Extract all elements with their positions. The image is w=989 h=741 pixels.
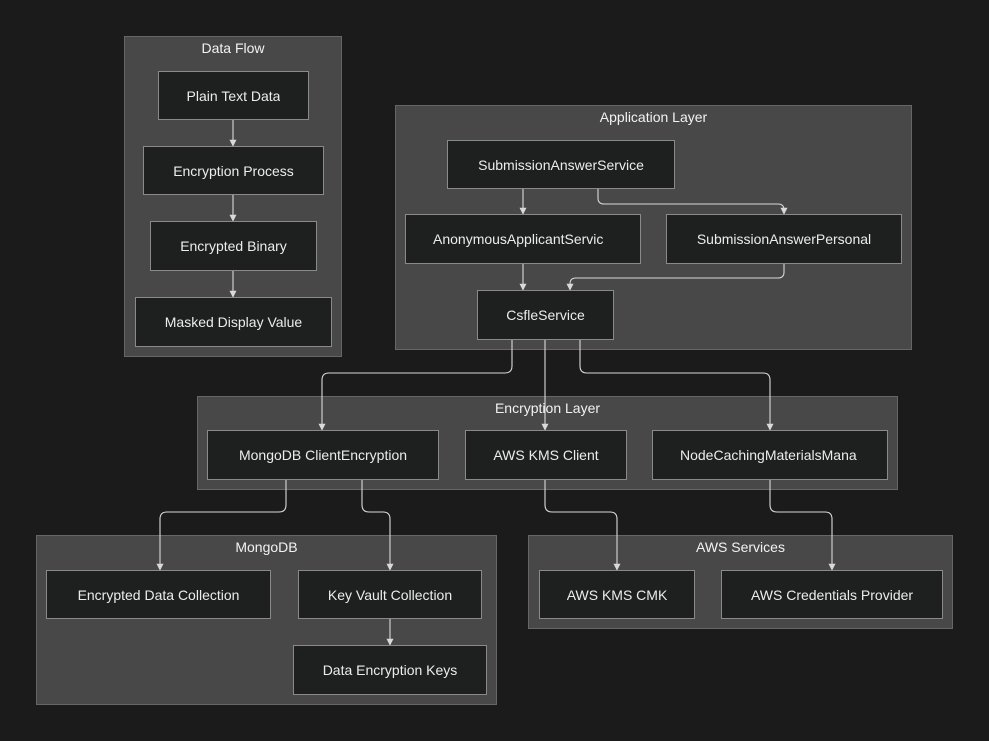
node-label-encrypted-data-collection: Encrypted Data Collection <box>77 586 240 603</box>
node-submission-answer-service[interactable]: SubmissionAnswerService <box>447 140 675 189</box>
node-label-csfle-service: CsfleService <box>506 307 585 323</box>
node-label-data-encryption-keys: Data Encryption Keys <box>322 662 458 678</box>
node-label-masked-display-value: Masked Display Value <box>164 314 303 330</box>
node-label-submission-answer-personal: SubmissionAnswerPersonal <box>696 231 872 247</box>
node-submission-answer-personal[interactable]: SubmissionAnswerPersonal <box>666 214 902 264</box>
node-label-submission-answer-service: SubmissionAnswerService <box>478 156 644 173</box>
node-plain-text-data[interactable]: Plain Text Data <box>158 71 309 120</box>
node-mongodb-client-encryption[interactable]: MongoDB ClientEncryption <box>207 430 439 480</box>
node-masked-display-value[interactable]: Masked Display Value <box>135 297 332 347</box>
node-data-encryption-keys[interactable]: Data Encryption Keys <box>293 645 487 695</box>
node-label-encrypted-binary: Encrypted Binary <box>180 238 287 254</box>
node-label-plain-text-data: Plain Text Data <box>186 87 281 104</box>
node-label-key-vault-collection: Key Vault Collection <box>327 586 453 603</box>
node-label-encryption-process: Encryption Process <box>173 162 294 179</box>
node-aws-kms-client[interactable]: AWS KMS Client <box>465 430 627 480</box>
group-title-aws-services: AWS Services <box>696 539 785 555</box>
node-csfle-service[interactable]: CsfleService <box>477 290 614 340</box>
node-encrypted-binary[interactable]: Encrypted Binary <box>150 221 317 271</box>
node-label-node-caching-materials-manager: NodeCachingMaterialsMana <box>680 447 857 463</box>
node-aws-credentials-provider[interactable]: AWS Credentials Provider <box>721 570 943 619</box>
node-encrypted-data-collection[interactable]: Encrypted Data Collection <box>46 570 271 619</box>
node-label-aws-kms-client: AWS KMS Client <box>493 447 599 463</box>
node-aws-kms-cmk[interactable]: AWS KMS CMK <box>539 570 695 619</box>
node-node-caching-materials-manager[interactable]: NodeCachingMaterialsMana <box>652 430 888 480</box>
node-encryption-process[interactable]: Encryption Process <box>143 146 324 195</box>
node-label-anonymous-applicant-service: AnonymousApplicantServic <box>433 231 604 247</box>
node-label-aws-kms-cmk: AWS KMS CMK <box>566 586 668 603</box>
node-label-aws-credentials-provider: AWS Credentials Provider <box>750 586 914 603</box>
group-title-encryption-layer: Encryption Layer <box>494 400 601 416</box>
node-key-vault-collection[interactable]: Key Vault Collection <box>298 570 482 619</box>
group-title-application-layer: Application Layer <box>599 109 708 125</box>
node-label-mongodb-client-encryption: MongoDB ClientEncryption <box>238 447 408 463</box>
group-title-mongodb: MongoDB <box>235 539 298 555</box>
node-anonymous-applicant-service[interactable]: AnonymousApplicantServic <box>405 214 641 264</box>
group-title-data-flow: Data Flow <box>201 40 265 56</box>
